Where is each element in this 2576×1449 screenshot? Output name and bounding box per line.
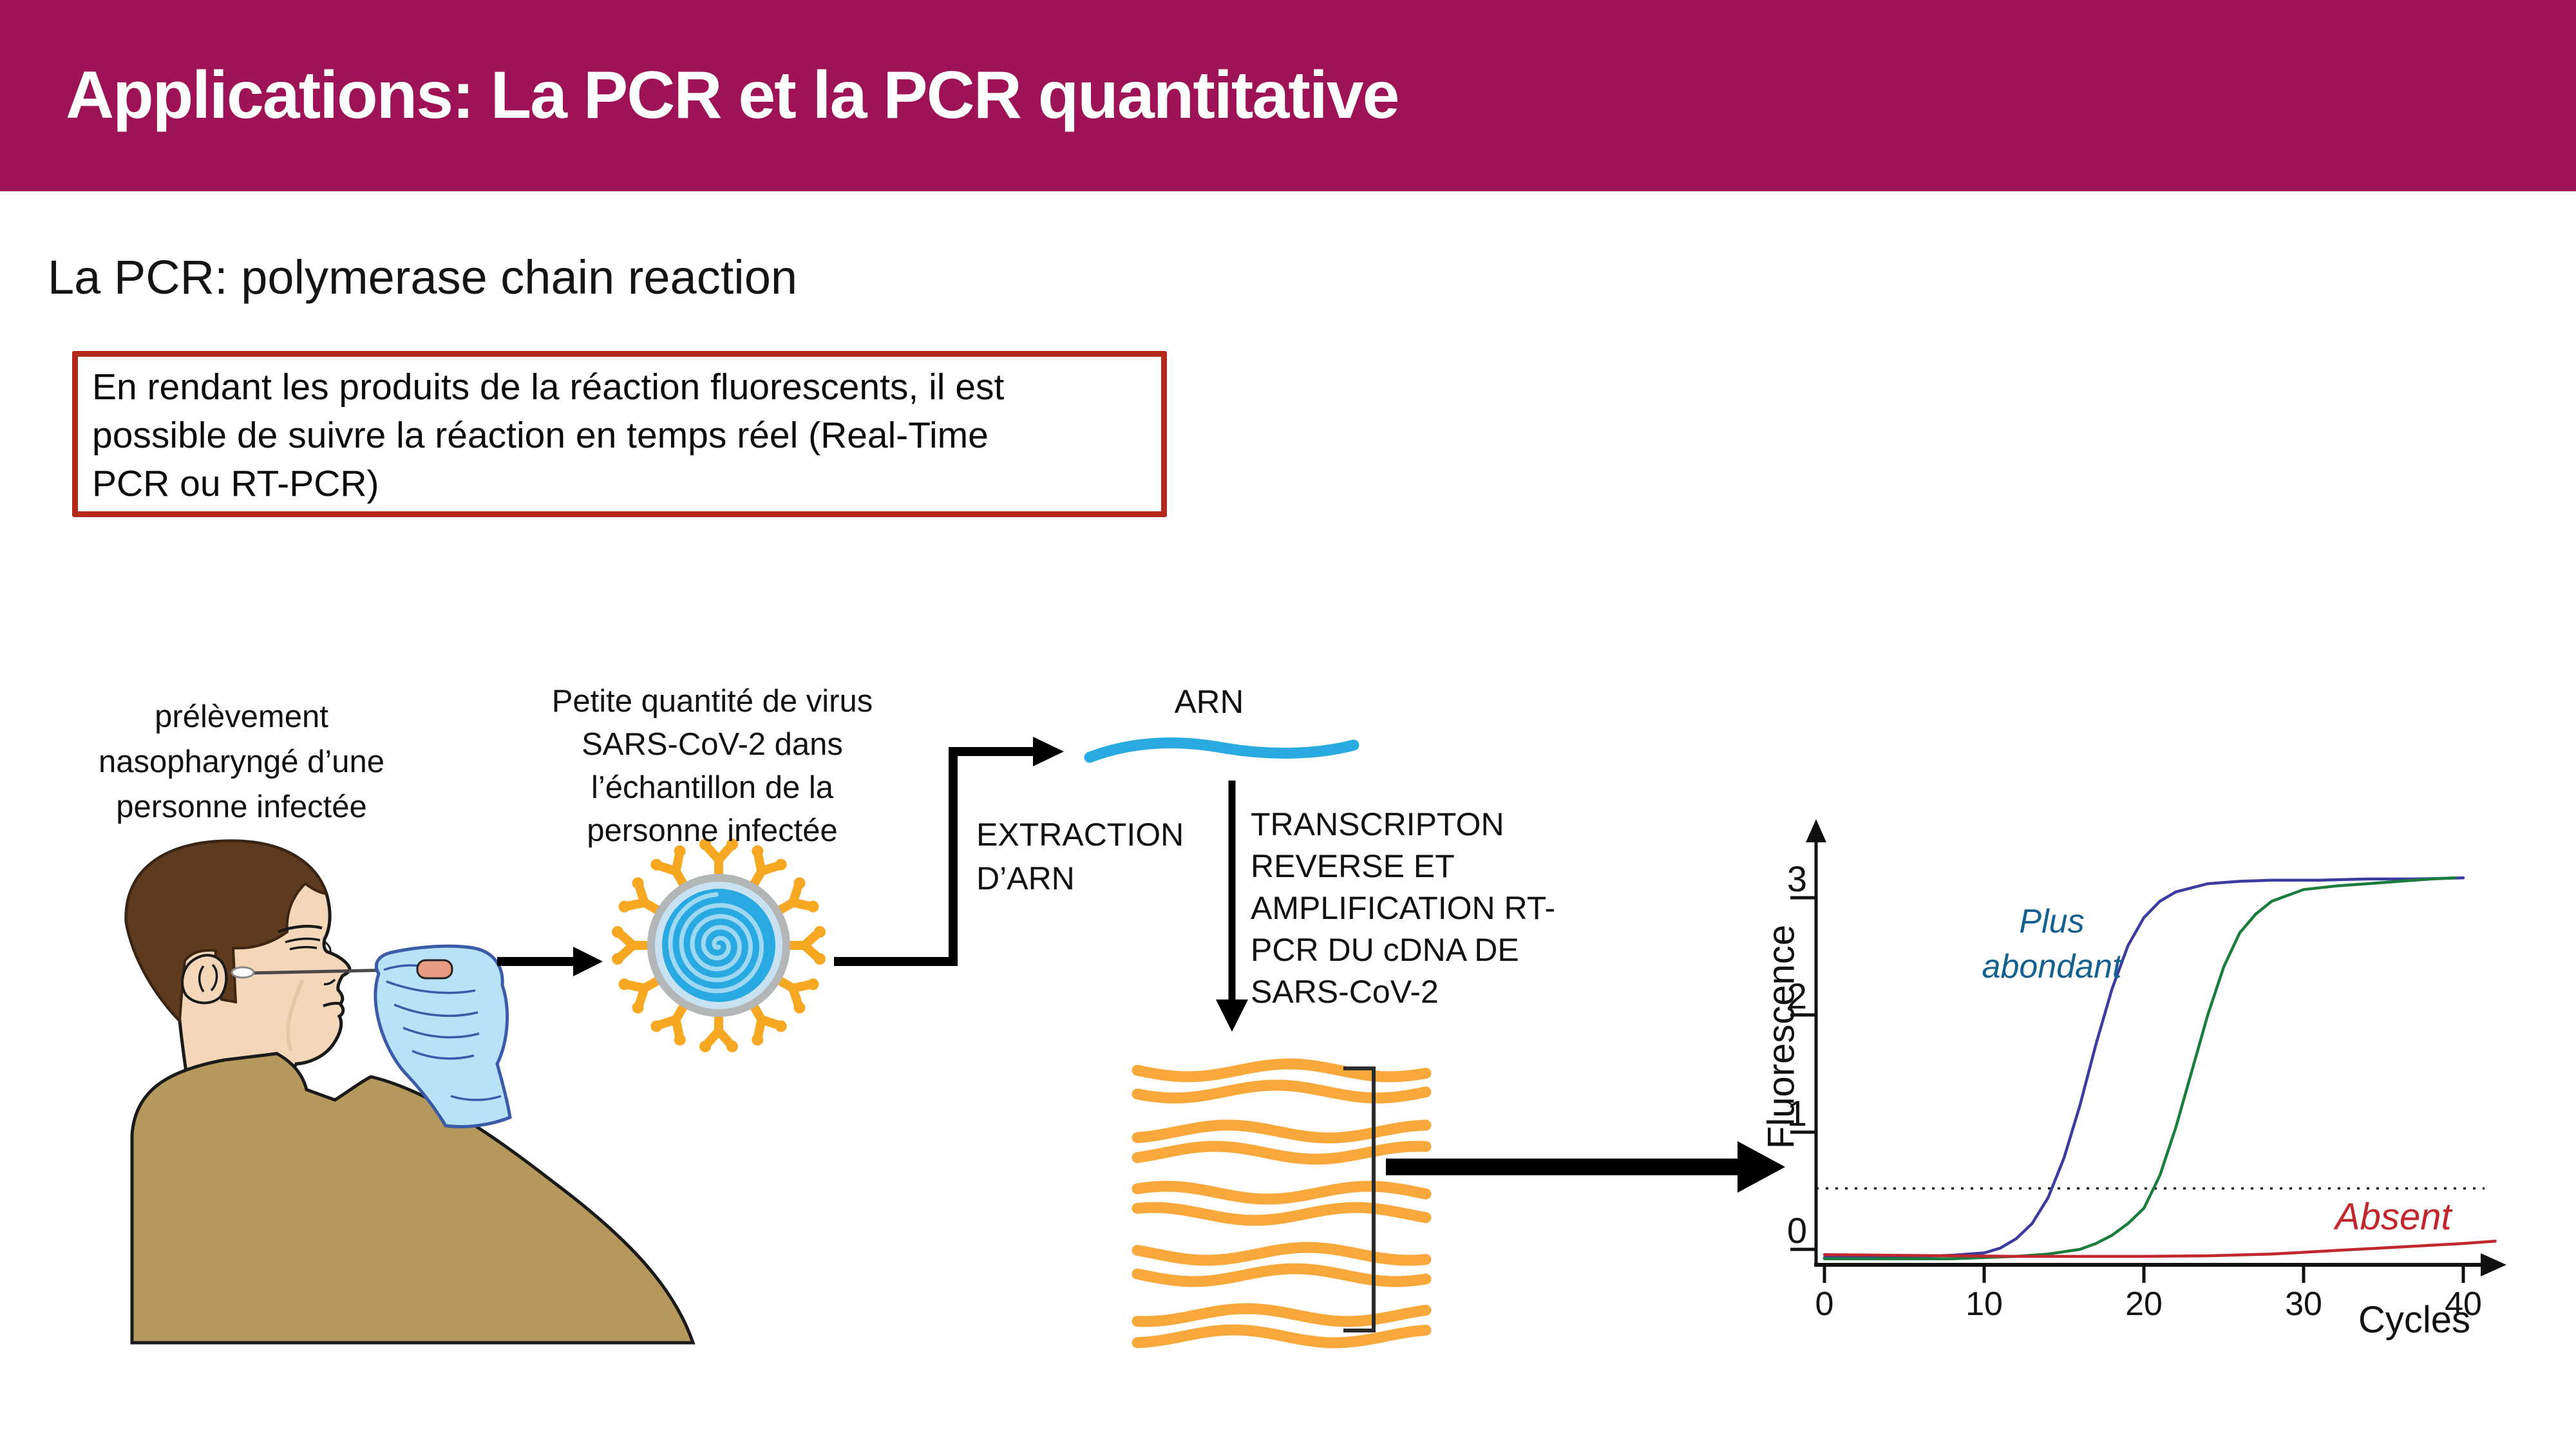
inner-ear-line xyxy=(198,963,218,992)
arrow-to-chart-icon xyxy=(1386,1141,1785,1193)
svg-text:30: 30 xyxy=(2285,1285,2322,1323)
arn-label: ARN xyxy=(1174,683,1244,720)
eyebrow-line xyxy=(278,925,323,934)
dna-strand xyxy=(1132,1079,1432,1104)
callout-box: En rendant les produits de la réaction f… xyxy=(72,351,1167,517)
closed-eye-line xyxy=(285,937,321,951)
curve-Absent xyxy=(1823,1240,2497,1258)
hair xyxy=(124,839,328,1024)
dna-strand xyxy=(1132,1119,1432,1144)
mouth-line xyxy=(323,1001,342,1008)
dna-strand xyxy=(1132,1242,1432,1266)
svg-text:40: 40 xyxy=(2445,1285,2482,1323)
rt-pcr-step-label: TRANSCRIPTON REVERSE ET AMPLIFICATION RT… xyxy=(1251,806,1556,1010)
dna-strand xyxy=(1132,1263,1432,1287)
virus-icon xyxy=(612,838,826,1052)
chart-y-axis-label: Fluorescence xyxy=(1760,924,1803,1150)
annotation-absent: Absent xyxy=(2335,1196,2452,1238)
annotation-plus-abondant: Plus abondant xyxy=(1982,903,2122,985)
squint-line xyxy=(325,941,332,952)
svg-text:3: 3 xyxy=(1787,858,1807,899)
svg-text:20: 20 xyxy=(2125,1285,2163,1323)
amplified-dna-strands xyxy=(1132,1058,1432,1349)
bracket-icon xyxy=(1343,1066,1376,1332)
shirt xyxy=(130,1052,696,1345)
dna-strand xyxy=(1132,1303,1432,1327)
virus-spikes xyxy=(612,838,826,1052)
dna-strand xyxy=(1132,1324,1432,1349)
section-heading: La PCR: polymerase chain reaction xyxy=(48,251,798,304)
virus-step-label: Petite quantité de virus SARS-CoV-2 dans… xyxy=(551,684,873,848)
callout-text: En rendant les produits de la réaction f… xyxy=(92,366,1005,504)
ear-icon xyxy=(181,954,228,1005)
arrow-arn-to-cdna-icon xyxy=(1216,781,1248,1032)
swab-tip xyxy=(231,966,255,979)
arn-strand-icon xyxy=(1084,737,1359,763)
dna-strand xyxy=(1132,1058,1432,1083)
virus-rna-spiral xyxy=(668,892,764,994)
svg-text:1: 1 xyxy=(1787,1093,1807,1133)
swab-cap xyxy=(416,959,453,980)
dna-strand xyxy=(1132,1141,1432,1165)
glove-finger-lines xyxy=(383,964,502,1101)
curve-unlabeled xyxy=(1823,876,2457,1260)
arrow-person-to-virus-icon xyxy=(497,947,603,976)
svg-text:0: 0 xyxy=(1787,1210,1807,1251)
extraction-step-label: EXTRACTION D’ARN xyxy=(976,817,1184,896)
arrow-virus-to-arn-icon xyxy=(834,737,1064,966)
dna-strand xyxy=(1132,1180,1432,1205)
svg-text:2: 2 xyxy=(1787,976,1807,1016)
svg-text:10: 10 xyxy=(1965,1285,2003,1323)
swab-step-label: prélèvement nasopharyngé d’une personne … xyxy=(98,699,385,824)
svg-text:0: 0 xyxy=(1815,1285,1834,1323)
nose-crease-line xyxy=(323,978,336,985)
chart-x-axis-label: Cycles xyxy=(2358,1299,2471,1341)
title-banner: Applications: La PCR et la PCR quantitat… xyxy=(0,0,2576,191)
person-swab-illustration xyxy=(124,839,696,1345)
cheek-shading-line xyxy=(286,979,305,1052)
dna-strand xyxy=(1132,1202,1432,1226)
slide-title: Applications: La PCR et la PCR quantitat… xyxy=(66,58,1399,133)
